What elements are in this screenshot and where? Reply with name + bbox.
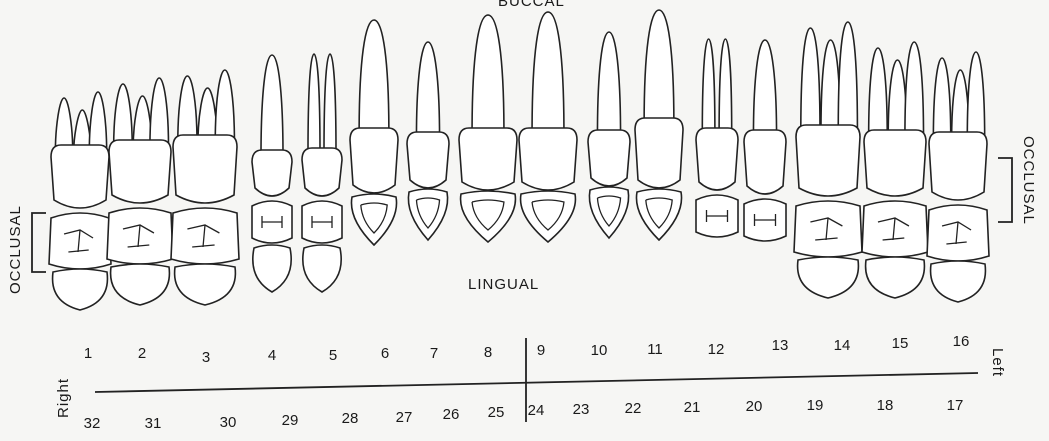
tooth-number-26: 26 [443,406,460,423]
tooth-number-21: 21 [684,399,701,416]
tooth-number-18: 18 [877,397,894,414]
tooth-number-31: 31 [145,415,162,432]
tooth-number-2: 2 [138,345,146,362]
tooth-number-32: 32 [84,415,101,432]
tooth-8 [459,15,517,242]
lower-tooth-numbers: 32 31 30 29 28 27 26 25 24 23 22 21 20 19 18 17 [84,397,964,432]
top-partial-label: BUCCAL [498,0,565,10]
tooth-number-14: 14 [834,337,851,354]
tooth-16 [927,52,989,302]
tooth-number-3: 3 [202,349,210,366]
tooth-number-11: 11 [647,341,663,358]
tooth-number-25: 25 [488,404,505,421]
tooth-9 [519,12,577,242]
tooth-number-9: 9 [537,342,545,359]
tooth-number-23: 23 [573,401,590,418]
tooth-number-13: 13 [772,337,789,354]
tooth-7 [407,42,449,240]
tooth-number-12: 12 [708,341,725,358]
tooth-4 [252,55,292,292]
tooth-number-19: 19 [807,397,824,414]
tooth-number-20: 20 [746,398,763,415]
tooth-15 [862,42,928,298]
occlusal-bracket-left [32,213,46,272]
tooth-number-17: 17 [947,397,964,414]
tooth-number-28: 28 [342,410,359,427]
side-left-label: Left [989,348,1006,377]
occlusal-label-right: OCCLUSAL [1020,136,1037,225]
occlusal-label-left: OCCLUSAL [7,205,24,294]
tooth-number-10: 10 [591,342,608,359]
tooth-number-29: 29 [282,412,299,429]
side-right-label: Right [55,378,72,418]
tooth-2 [107,78,173,305]
tooth-number-1: 1 [84,345,92,362]
arch-divider-line [95,373,978,392]
tooth-5 [302,54,342,292]
tooth-12 [696,39,738,237]
tooth-number-7: 7 [430,345,438,362]
tooth-number-5: 5 [329,347,337,364]
tooth-number-27: 27 [396,409,413,426]
tooth-6 [350,20,398,245]
tooth-number-6: 6 [381,345,389,362]
tooth-number-30: 30 [220,414,237,431]
tooth-3 [171,70,239,305]
tooth-11 [635,10,683,240]
tooth-number-24: 24 [528,402,545,419]
tooth-13 [744,40,786,241]
tooth-number-16: 16 [953,333,970,350]
occlusal-bracket-right [998,158,1012,222]
tooth-number-22: 22 [625,400,642,417]
teeth-group [49,10,989,310]
lingual-label: LINGUAL [468,276,539,293]
tooth-number-15: 15 [892,335,909,352]
tooth-14 [794,22,862,298]
tooth-number-4: 4 [268,347,276,364]
tooth-1 [49,92,111,310]
tooth-number-8: 8 [484,344,492,361]
tooth-10 [588,32,630,238]
